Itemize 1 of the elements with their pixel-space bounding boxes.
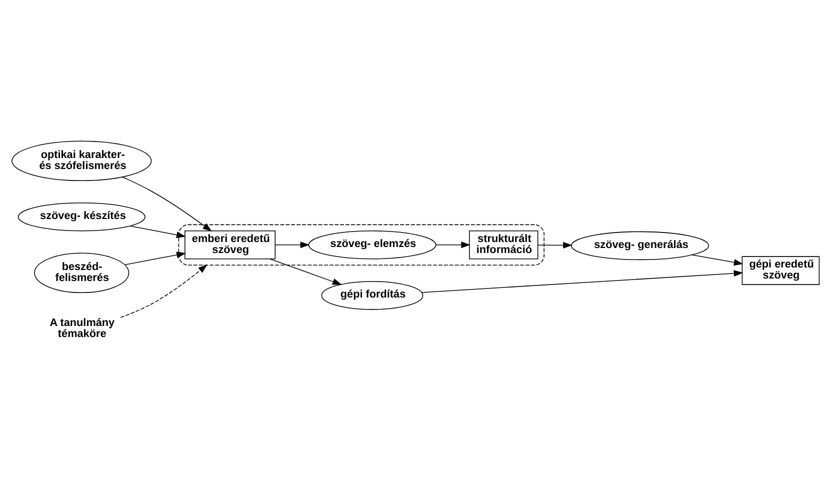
node-text: A tanulmány témaköre (50, 316, 115, 340)
